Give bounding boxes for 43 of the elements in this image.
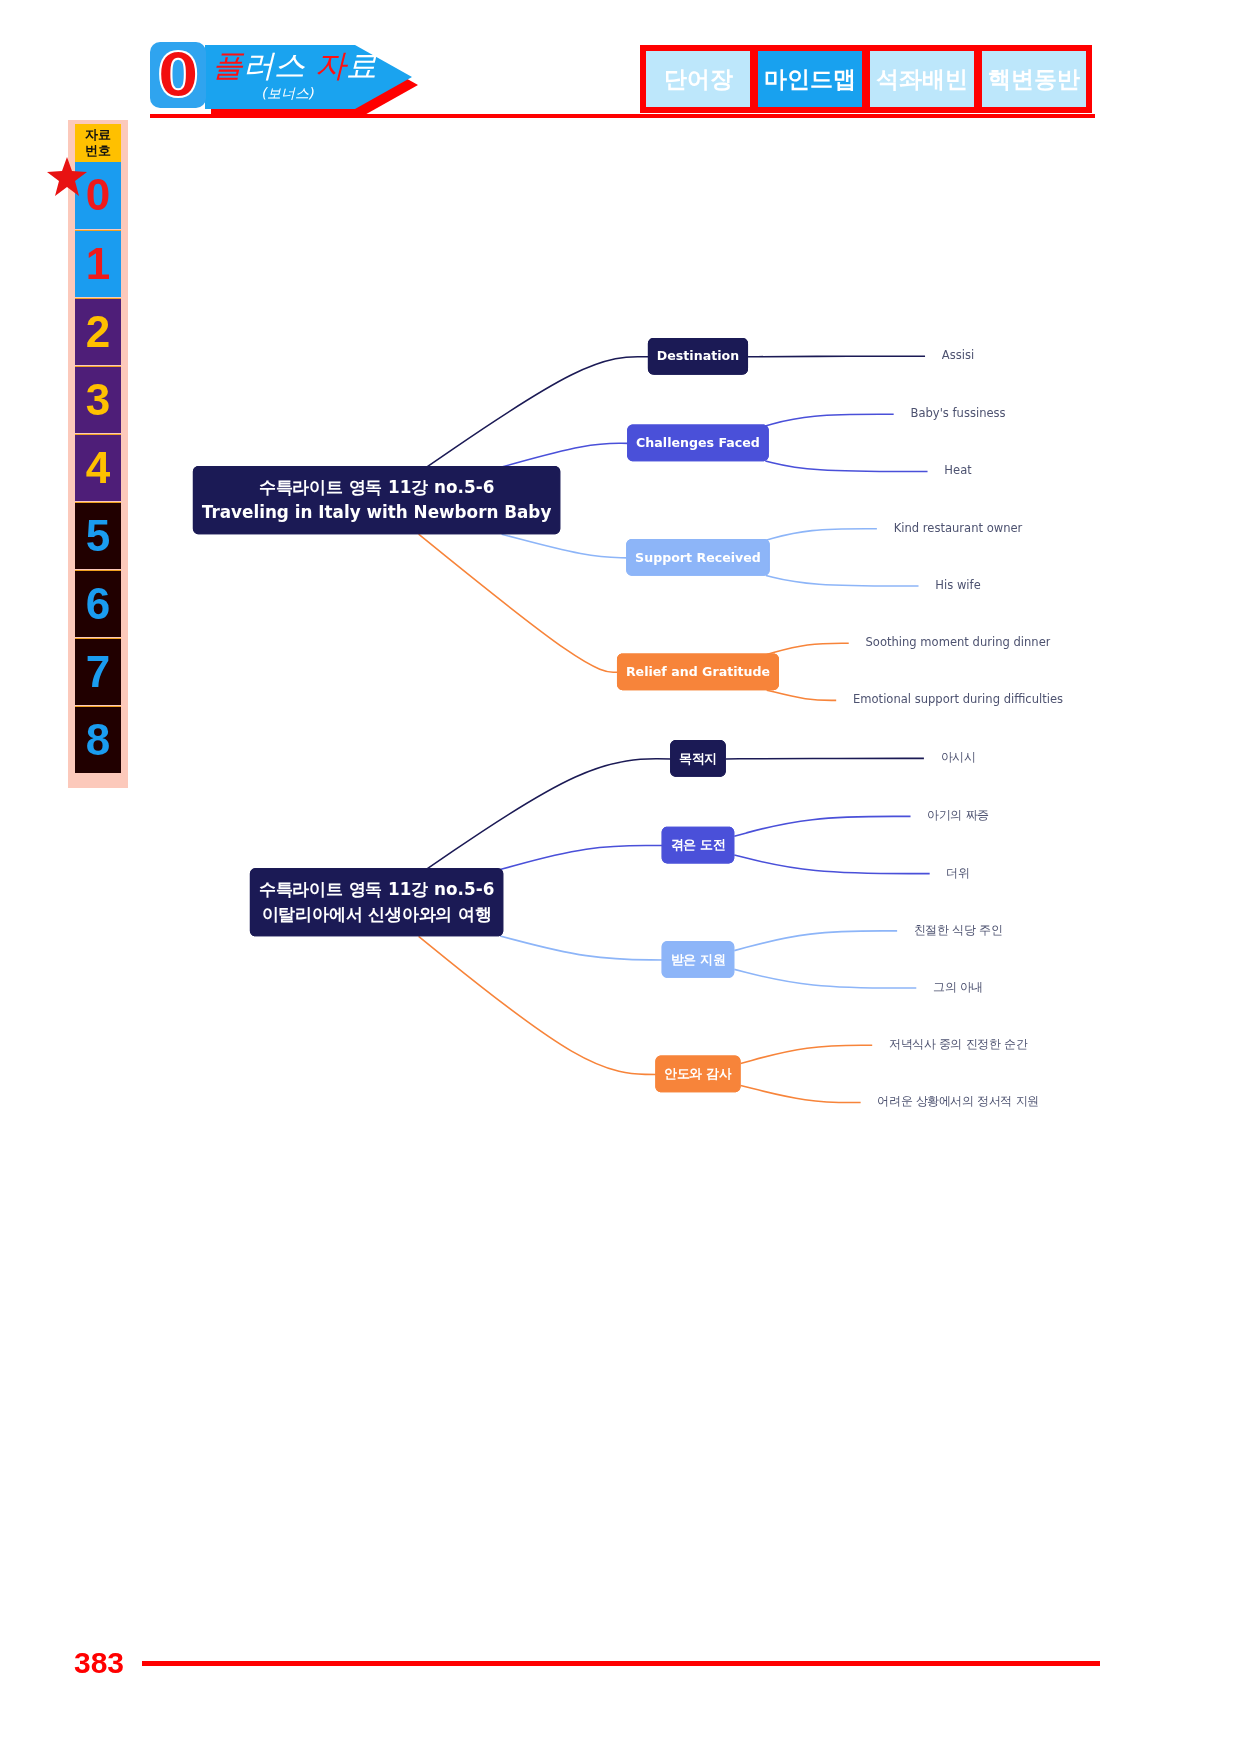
page-number: 383: [74, 1645, 125, 1681]
node-text: Soothing moment during dinner: [865, 635, 1051, 650]
number-tab: 0: [75, 162, 121, 229]
number-tab: 5: [75, 502, 121, 569]
node-text: 더위: [946, 866, 970, 880]
node-text: 저녁식사 중의 진정한 순간: [889, 1037, 1028, 1052]
connector: [764, 413, 895, 427]
connector: [747, 355, 926, 358]
number-tab: 6: [75, 570, 121, 637]
number-tab: 2: [75, 298, 121, 365]
connector: [733, 854, 931, 875]
connector: [765, 689, 837, 702]
connector: [733, 815, 912, 837]
banner-subtitle: (보너스): [262, 84, 315, 102]
banner-title: 플러스 자료: [212, 47, 377, 83]
connector: [764, 460, 929, 473]
number-tab: 8: [75, 706, 121, 773]
node-text: 아시시: [940, 750, 976, 765]
connector: [765, 574, 920, 587]
connector: [765, 527, 878, 541]
nav-tab: 마인드맵: [758, 51, 862, 107]
connector: [725, 757, 925, 760]
node-text: 아기의 짜증: [927, 808, 989, 823]
node-text: His wife: [935, 578, 981, 592]
nav-tab: 석좌배빈: [870, 51, 974, 107]
number-tab: 7: [75, 638, 121, 705]
node-text: Assisi: [941, 348, 975, 363]
sidebar-heading: 자료 번호: [75, 124, 121, 162]
node-text: Emotional support during difficulties: [852, 692, 1064, 707]
node-text: 어려운 상황에서의 정서적 지원: [877, 1094, 1039, 1109]
section-number: 0: [150, 42, 206, 108]
node-text: 친절한 식당 주인: [913, 923, 1003, 937]
connector: [733, 930, 898, 952]
node-text: 그의 아내: [933, 980, 983, 995]
number-tab: 1: [75, 230, 121, 297]
node-text: Kind restaurant owner: [893, 521, 1023, 535]
node-text: Baby's fussiness: [910, 406, 1006, 421]
nav-tab: 핵변동반: [982, 51, 1086, 107]
number-tab: 3: [75, 366, 121, 433]
node-text: Heat: [944, 463, 972, 478]
connector: [733, 968, 918, 989]
number-tab: 4: [75, 434, 121, 501]
nav-tab: 단어장: [646, 51, 750, 107]
